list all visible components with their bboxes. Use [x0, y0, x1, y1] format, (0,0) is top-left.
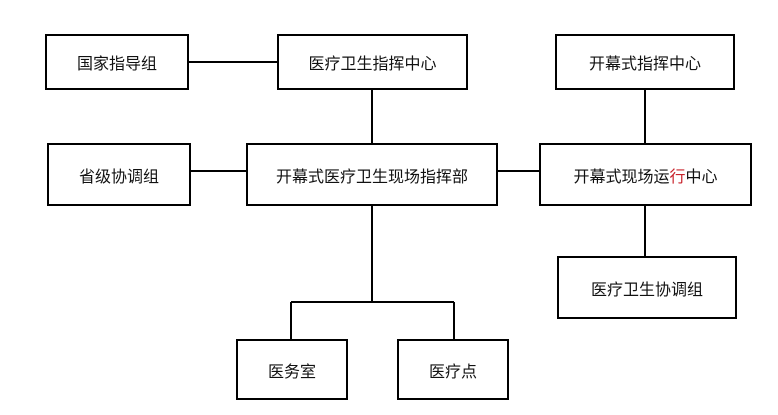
node-opening-onsite-operation-center: 开幕式现场运行中心 [539, 143, 752, 206]
node-label: 开幕式医疗卫生现场指挥部 [275, 166, 468, 186]
node-label: 医疗卫生指挥中心 [308, 54, 437, 73]
node-medical-command-center: 医疗卫生指挥中心 [277, 34, 468, 90]
node-label: 医务室 [267, 361, 316, 381]
node-national-guidance-group: 国家指导组 [45, 34, 189, 90]
node-provincial-coordination-group: 省级协调组 [47, 143, 191, 206]
node-label-prefix: 开幕式现场运 [573, 166, 670, 186]
node-medical-office: 医务室 [236, 339, 348, 400]
node-label: 医疗卫生协调组 [590, 279, 703, 299]
node-label-suffix: 中心 [685, 166, 718, 186]
node-label: 医疗点 [428, 361, 477, 381]
node-medical-point: 医疗点 [397, 339, 509, 400]
node-medical-coordination-group: 医疗卫生协调组 [557, 256, 737, 319]
node-label-accent: 行 [669, 166, 686, 186]
node-label: 国家指导组 [76, 54, 157, 73]
node-label: 省级协调组 [78, 166, 159, 186]
node-opening-command-center: 开幕式指挥中心 [555, 34, 735, 90]
node-opening-medical-onsite-hq: 开幕式医疗卫生现场指挥部 [246, 143, 498, 206]
node-label: 开幕式指挥中心 [588, 54, 701, 73]
